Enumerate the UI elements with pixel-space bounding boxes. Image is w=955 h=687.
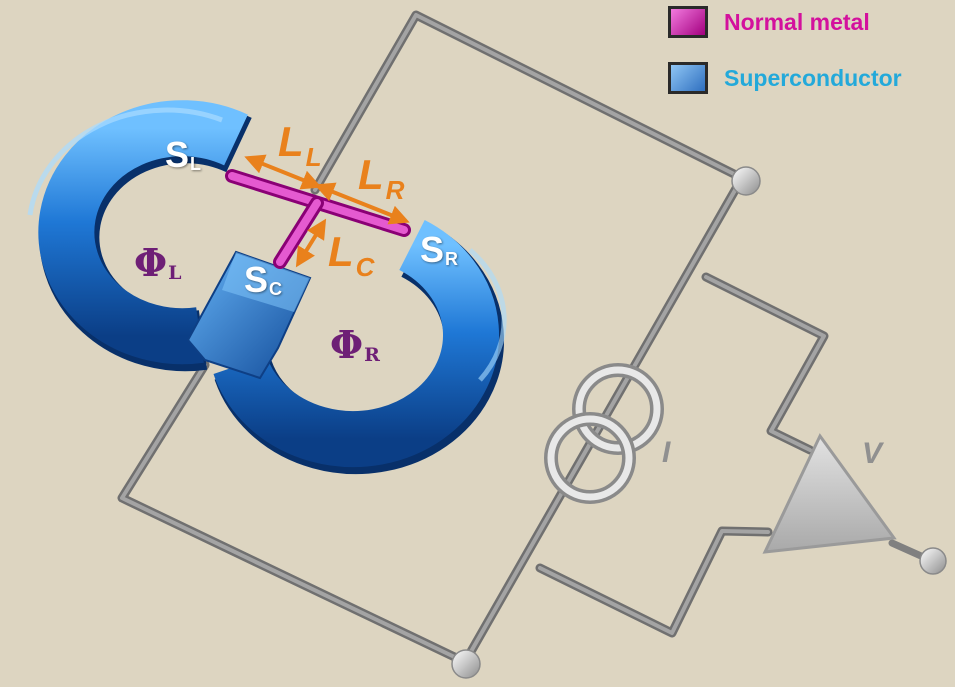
terminal-output-icon [919, 547, 947, 575]
voltage-label: V [862, 437, 883, 470]
legend-label-superconductor: Superconductor [724, 64, 902, 91]
length-label-right: LR [358, 151, 404, 206]
length-arrow-center [295, 218, 327, 268]
length-arrow-right [314, 182, 410, 225]
length-label-left: LL [278, 118, 322, 173]
legend-item-superconductor: Superconductor [668, 62, 902, 94]
electrode-right-letter: S [420, 229, 445, 270]
left-superconductor-ring [27, 100, 252, 372]
length-left-sub: L [305, 141, 322, 172]
current-label: I [662, 436, 671, 469]
length-center-letter: L [328, 228, 354, 275]
length-center-sub: C [355, 251, 375, 282]
superconductor-swatch [668, 62, 708, 94]
right-superconductor-ring [213, 220, 507, 475]
legend-label-normal-metal: Normal metal [724, 8, 870, 35]
terminal-bottom-icon [451, 649, 481, 679]
length-right-sub: R [385, 174, 405, 205]
central-superconductor-block [186, 250, 312, 380]
legend-item-normal-metal: Normal metal [668, 6, 870, 38]
electrode-center-sub: C [269, 278, 283, 299]
length-right-letter: L [358, 151, 384, 198]
flux-left-symbol: Φ [134, 240, 168, 285]
flux-right-sub: R [364, 343, 380, 366]
normal-metal-swatch [668, 6, 708, 38]
electrode-left-letter: S [165, 134, 190, 175]
electrode-label-right: SR [420, 229, 458, 271]
flux-right-symbol: Φ [330, 322, 364, 367]
flux-left-sub: L [168, 261, 182, 284]
length-left-letter: L [278, 118, 304, 165]
voltmeter-amplifier-icon [762, 433, 897, 554]
flux-label-left: ΦL [134, 240, 181, 285]
current-source-icon [544, 363, 664, 504]
terminal-top-icon [731, 166, 761, 196]
electrode-right-sub: R [445, 248, 459, 269]
electrode-label-center: SC [244, 259, 282, 301]
electrode-label-left: SL [165, 134, 201, 176]
length-arrows [244, 154, 410, 268]
electrode-left-sub: L [190, 153, 202, 174]
flux-label-right: ΦR [330, 322, 380, 367]
length-arrow-left [244, 154, 322, 190]
length-label-center: LC [328, 228, 374, 283]
electrode-center-letter: S [244, 259, 269, 300]
